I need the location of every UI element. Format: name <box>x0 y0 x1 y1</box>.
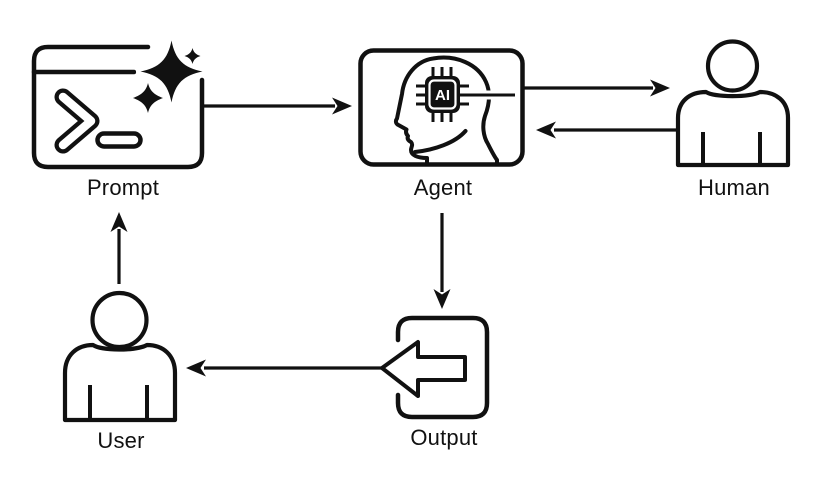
node-prompt <box>28 38 213 173</box>
person-icon <box>62 290 178 423</box>
terminal-window <box>31 44 205 170</box>
arrowhead <box>536 121 556 139</box>
head-profile <box>393 55 499 166</box>
output-block-arrow <box>380 340 467 398</box>
person-body <box>62 342 178 423</box>
person-head <box>705 39 760 93</box>
chip-pins <box>416 67 469 122</box>
arrowhead <box>186 359 206 377</box>
label-human: Human <box>698 175 770 200</box>
arrow-prompt-to-agent <box>203 97 352 115</box>
person-head <box>90 290 149 350</box>
node-agent: AI <box>358 48 533 170</box>
arrow-user-to-prompt <box>110 212 128 284</box>
sparkle-tiny-icon <box>182 45 203 67</box>
arrowhead <box>650 79 670 97</box>
prompt-underscore <box>95 131 143 149</box>
sparkle-large-icon <box>136 38 207 107</box>
label-output: Output <box>410 425 478 450</box>
output-frame <box>395 315 490 420</box>
arrowhead <box>332 97 352 115</box>
terminal-sparkle-icon <box>31 38 207 170</box>
person-body <box>675 89 791 168</box>
ai-chip-inner-outline <box>428 79 457 110</box>
arrow-agent-to-output <box>433 213 451 309</box>
ai-chip-body <box>425 76 460 113</box>
prompt-chevron-inner <box>58 92 96 150</box>
ai-chip-label: AI <box>435 87 450 104</box>
jaw-line <box>413 129 468 154</box>
sparkle-small-icon <box>129 79 167 117</box>
node-human <box>668 38 798 171</box>
label-prompt: Prompt <box>86 175 160 200</box>
node-user <box>55 285 190 425</box>
node-output <box>372 310 497 425</box>
arrowhead <box>110 212 128 232</box>
arrow-human-to-agent <box>536 121 679 139</box>
export-arrow-icon <box>380 315 490 420</box>
agent-frame <box>358 48 525 167</box>
ai-chip-head-icon: AI <box>358 48 525 167</box>
person-icon <box>675 39 791 168</box>
label-agent: Agent <box>413 175 473 200</box>
arrow-agent-to-human <box>523 79 670 97</box>
label-user: User <box>97 428 145 453</box>
arrow-output-to-user <box>186 359 381 377</box>
arrowhead <box>433 289 451 309</box>
